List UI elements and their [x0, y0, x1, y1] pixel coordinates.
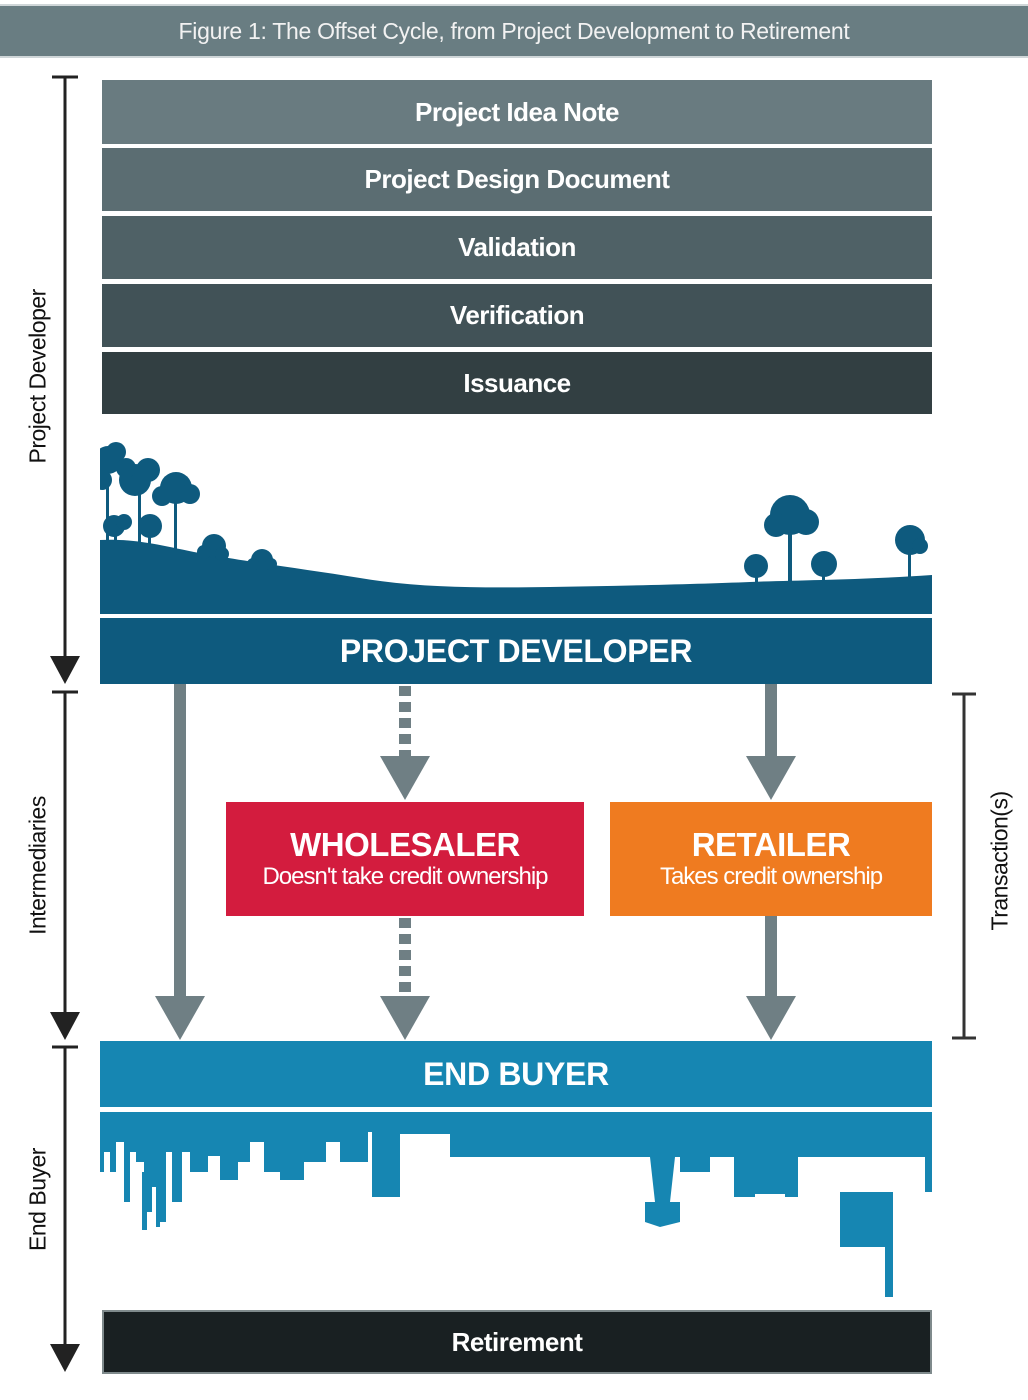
arrow-dashed-wholesaler-to-end-buyer	[380, 918, 430, 1040]
axis-label-intermediaries: Intermediaries	[24, 796, 51, 935]
stage-verification: Verification	[102, 284, 932, 347]
timeline-axis-left	[50, 75, 80, 1372]
axis-label-end-buyer: End Buyer	[24, 1148, 51, 1251]
arrow-retailer-to-end-buyer	[746, 916, 796, 1040]
axis-label-transactions: Transaction(s)	[986, 791, 1013, 931]
stage-project-design-document: Project Design Document	[102, 148, 932, 211]
stage-issuance: Issuance	[102, 352, 932, 414]
stage-validation: Validation	[102, 216, 932, 279]
figure-title: Figure 1: The Offset Cycle, from Project…	[178, 17, 850, 44]
figure-title-bar: Figure 1: The Offset Cycle, from Project…	[0, 4, 1028, 58]
trees-icon	[100, 442, 932, 614]
arrow-dashed-to-wholesaler	[380, 686, 430, 800]
retirement-band: Retirement	[102, 1310, 932, 1374]
transactions-bracket	[952, 692, 976, 1040]
arrow-to-retailer	[746, 684, 796, 800]
retailer-box: RETAILER Takes credit ownership	[610, 802, 932, 916]
forest-landscape-illustration	[100, 442, 932, 614]
retailer-subtitle: Takes credit ownership	[659, 863, 883, 890]
project-developer-band: PROJECT DEVELOPER	[100, 618, 932, 684]
wholesaler-title: WHOLESALER	[290, 826, 520, 863]
city-skyline-illustration	[100, 1112, 932, 1297]
arrow-direct-to-end-buyer	[155, 684, 205, 1040]
skyline-icon	[100, 1112, 932, 1297]
axis-label-project-developer: Project Developer	[24, 289, 51, 464]
retailer-title: RETAILER	[691, 826, 851, 863]
wholesaler-box: WHOLESALER Doesn't take credit ownership	[226, 802, 584, 916]
stage-project-idea-note: Project Idea Note	[102, 80, 932, 144]
wholesaler-subtitle: Doesn't take credit ownership	[262, 863, 548, 890]
end-buyer-band: END BUYER	[100, 1041, 932, 1107]
